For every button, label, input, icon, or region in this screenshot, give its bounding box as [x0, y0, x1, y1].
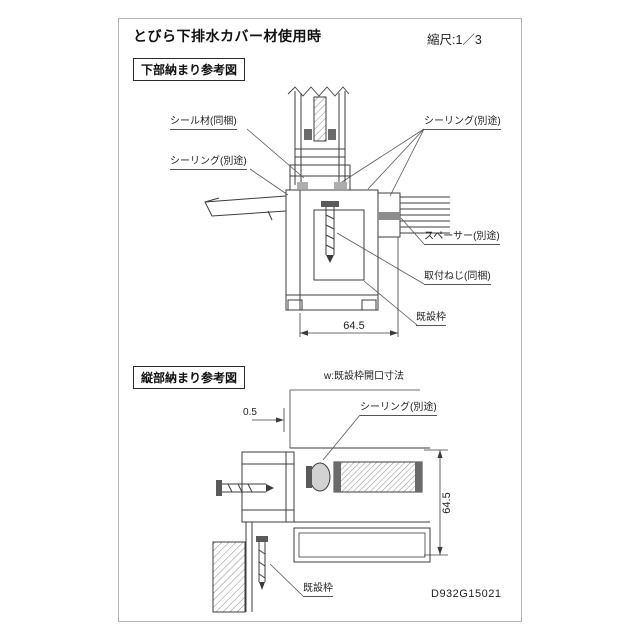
horizontal-screw-graphic: [216, 480, 274, 496]
lower-frame-return: [293, 527, 431, 563]
opening-reference-lines: 0.5: [243, 389, 420, 448]
door-panel-section: [287, 86, 351, 191]
label-mounting-screw: 取付ねじ(同梱): [424, 271, 491, 285]
leader-lines-bottom: [246, 128, 425, 326]
page-border: [118, 18, 522, 622]
scale-label: 縮尺:1／3: [427, 33, 482, 47]
label-sealing-left: シーリング(別途): [170, 156, 247, 170]
mounting-screw-graphic: [321, 201, 339, 263]
door-leaf-section: [333, 461, 423, 493]
existing-frame-section: [377, 192, 450, 238]
label-spacer: スペーサー(別途): [424, 231, 500, 245]
section-heading-bottom: 下部納まり参考図: [133, 58, 246, 81]
existing-wall-hatch: [212, 522, 253, 613]
dimension-64-5-bottom: 64.5: [299, 237, 399, 337]
label-sealing-right: シーリング(別途): [424, 116, 501, 130]
dimension-value-vertical: 64.5: [441, 492, 453, 513]
label-existing-frame-bottom: 既設枠: [416, 312, 446, 326]
drain-cover-strip: [204, 195, 287, 221]
label-sealing-vertical: シーリング(別途): [360, 402, 437, 416]
gap-dimension-value: 0.5: [243, 407, 257, 418]
bottom-section-drawing: 64.5: [204, 86, 450, 337]
vertical-screw-graphic: [256, 536, 268, 590]
sill-profile: [285, 189, 379, 311]
dimension-64-5-vertical: 64.5: [424, 449, 453, 556]
jamb-profile: [241, 447, 430, 523]
label-opening-width: w:既設枠開口寸法: [324, 371, 404, 382]
drawing-number: D932G15021: [431, 588, 502, 600]
page-title: とびら下排水カバー材使用時: [133, 28, 322, 44]
label-existing-frame-vertical: 既設枠: [303, 583, 333, 597]
label-seal-material: シール材(同梱): [170, 116, 237, 130]
vertical-section-drawing: 0.5: [212, 389, 453, 613]
dimension-value-bottom: 64.5: [343, 320, 364, 332]
gasket-graphic: [306, 462, 331, 492]
leader-lines-vertical: [269, 414, 361, 597]
spacer-part: [378, 212, 400, 220]
section-heading-vertical: 縦部納まり参考図: [133, 366, 246, 389]
